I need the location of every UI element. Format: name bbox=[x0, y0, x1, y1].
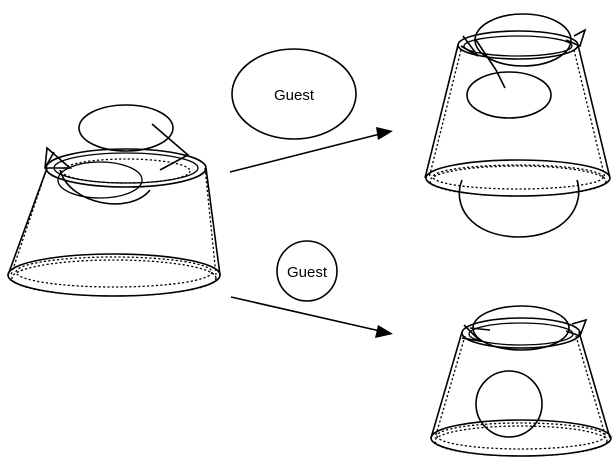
host-lid-hinge bbox=[151, 123, 190, 171]
complex-small-guest-sphere bbox=[475, 370, 543, 438]
arrow-upper bbox=[229, 127, 393, 173]
host-left-flap bbox=[44, 146, 73, 169]
complex-large-guest-sphere bbox=[458, 179, 580, 238]
complex-large-lid bbox=[474, 13, 572, 67]
guest-large-label: Guest bbox=[274, 87, 315, 104]
guest-large: Guest bbox=[231, 48, 357, 140]
complex-small-lid bbox=[472, 305, 570, 351]
host-inner-bowl bbox=[59, 169, 151, 205]
guest-small-label: Guest bbox=[287, 264, 328, 281]
host-open-lid bbox=[78, 104, 174, 152]
complex-large-guest bbox=[424, 13, 611, 238]
complex-small-guest bbox=[430, 305, 612, 457]
guest-large-outline bbox=[231, 48, 357, 140]
guest-small-outline bbox=[276, 240, 338, 302]
complex-large-inner-bowl bbox=[466, 71, 552, 119]
arrow-lower bbox=[230, 296, 393, 338]
host-open-state bbox=[7, 104, 221, 297]
guest-small: Guest bbox=[276, 240, 338, 302]
